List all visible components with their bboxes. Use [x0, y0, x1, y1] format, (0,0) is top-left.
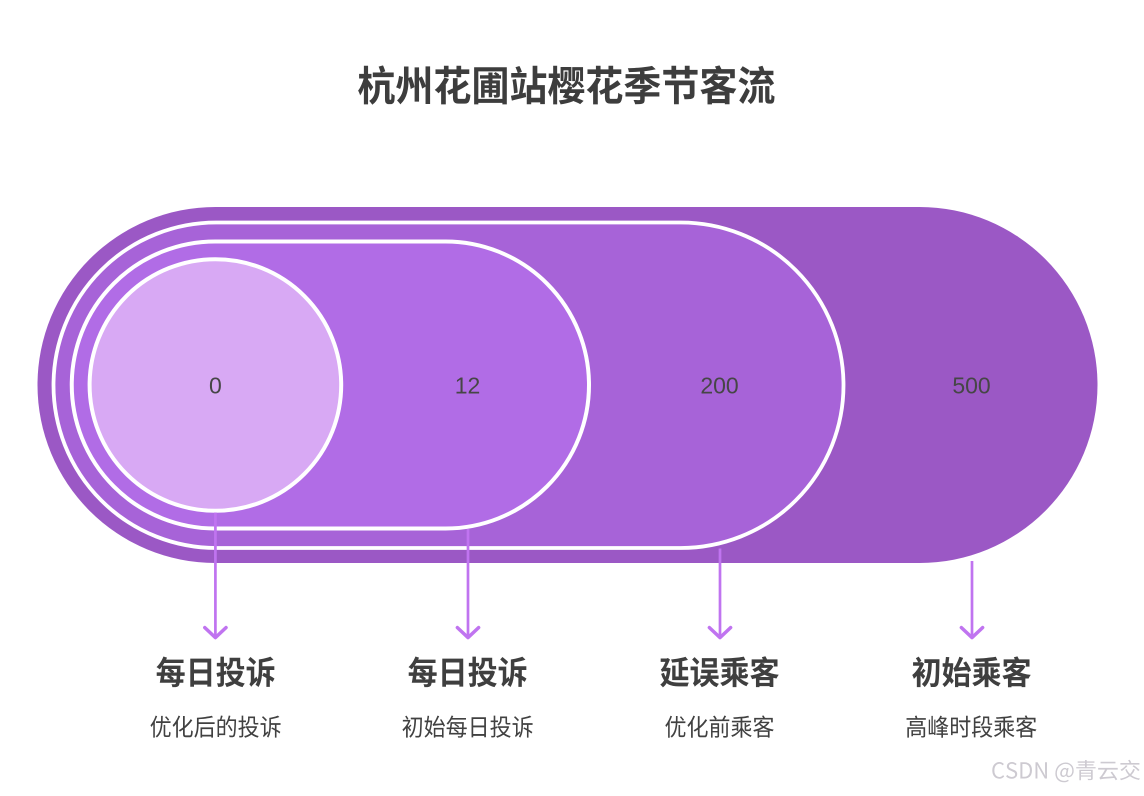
svg-text:12: 12 [455, 373, 481, 399]
svg-text:0: 0 [209, 373, 222, 399]
svg-text:500: 500 [952, 373, 990, 399]
svg-text:200: 200 [700, 373, 738, 399]
